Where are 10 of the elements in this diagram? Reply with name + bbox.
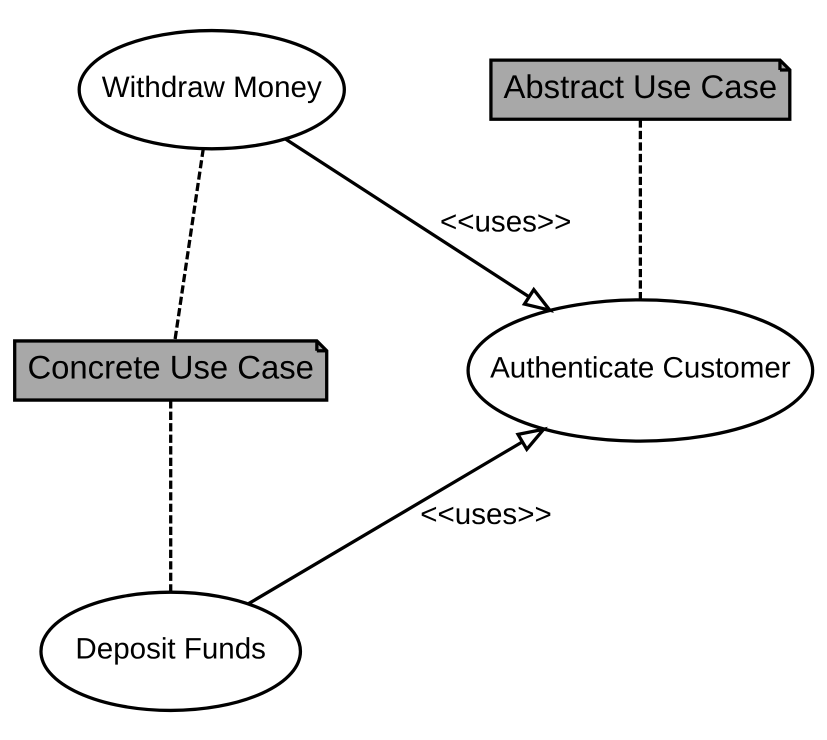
edge-label: <<uses>> <box>420 497 552 530</box>
connector <box>173 148 205 340</box>
connector <box>638 118 642 300</box>
node-ellipse: Deposit Funds <box>39 590 302 712</box>
connector <box>169 400 172 592</box>
node-ellipse: Authenticate Customer <box>466 298 814 442</box>
arrow <box>248 426 548 604</box>
node-ellipse: Withdraw Money <box>78 28 346 150</box>
edge-label: <<uses>> <box>440 205 572 238</box>
arrow <box>284 137 554 312</box>
